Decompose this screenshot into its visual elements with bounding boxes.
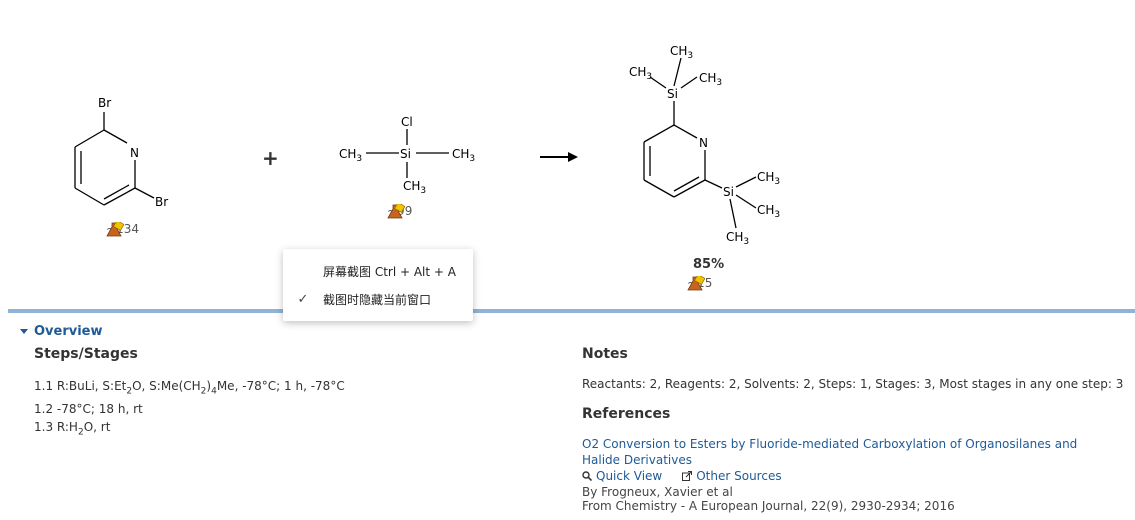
menu-item-hide-window[interactable]: ✓ 截图时隐藏当前窗口 bbox=[283, 285, 473, 313]
quick-view-link[interactable]: Quick View bbox=[582, 469, 662, 483]
reference-authors: By Frogneux, Xavier et al bbox=[582, 485, 733, 499]
step-row: 1.1 R:BuLi, S:Et2O, S:Me(CH2)4Me, -78°C;… bbox=[34, 377, 345, 400]
atom-ch3-top: CH3 bbox=[670, 44, 693, 61]
step-row: 1.3 R:H2O, rt bbox=[34, 418, 345, 441]
references-heading: References bbox=[582, 406, 671, 422]
reference-source: From Chemistry - A European Journal, 22(… bbox=[582, 499, 955, 513]
steps-list: 1.1 R:BuLi, S:Et2O, S:Me(CH2)4Me, -78°C;… bbox=[34, 377, 345, 442]
reaction-arrow bbox=[540, 152, 578, 162]
atom-br-top: Br bbox=[98, 96, 111, 110]
reference-links: Quick View Other Sources bbox=[582, 469, 782, 483]
step-number: 1.3 bbox=[34, 420, 54, 435]
flask-icon[interactable] bbox=[687, 276, 705, 292]
other-sources-label: Other Sources bbox=[696, 469, 782, 483]
atom-si: Si bbox=[400, 147, 411, 161]
reactant-2-id[interactable]: ~99 bbox=[387, 204, 412, 220]
product-id[interactable]: ~15 bbox=[687, 276, 712, 292]
menu-item-label: 屏幕截图 Ctrl + Alt + A bbox=[323, 264, 456, 279]
step-conditions: -78°C; 18 h, rt bbox=[56, 402, 143, 417]
flask-icon[interactable] bbox=[106, 222, 124, 238]
reaction-drawing: Br N Br + Cl Si CH3 CH3 CH3 bbox=[74, 44, 780, 247]
reference-title-link[interactable]: O2 Conversion to Esters by Fluoride-medi… bbox=[582, 437, 1078, 467]
other-sources-link[interactable]: Other Sources bbox=[682, 469, 782, 483]
steps-heading: Steps/Stages bbox=[34, 346, 138, 362]
atom-n: N bbox=[699, 136, 708, 150]
atom-ch3-b-right1: CH3 bbox=[757, 170, 780, 187]
step-conditions: R:BuLi, S:Et2O, S:Me(CH2)4Me, -78°C; 1 h… bbox=[56, 379, 345, 397]
triangle-down-icon bbox=[20, 329, 28, 334]
step-number: 1.2 bbox=[34, 402, 54, 417]
flask-icon[interactable] bbox=[387, 204, 405, 220]
notes-text: Reactants: 2, Reagents: 2, Solvents: 2, … bbox=[582, 377, 1124, 391]
atom-ch3-b-bottom: CH3 bbox=[726, 230, 749, 247]
atom-ch3-right: CH3 bbox=[452, 147, 475, 164]
atom-n: N bbox=[130, 146, 139, 160]
magnifier-icon bbox=[582, 471, 592, 481]
external-link-icon bbox=[682, 471, 693, 481]
section-divider bbox=[8, 309, 1135, 313]
overview-panel: Overview Steps/Stages 1.1 R:BuLi, S:Et2O… bbox=[8, 313, 1135, 520]
quick-view-label: Quick View bbox=[596, 469, 663, 483]
reactant-1-id[interactable]: ~134 bbox=[106, 222, 139, 238]
menu-item-screenshot[interactable]: 屏幕截图 Ctrl + Alt + A bbox=[283, 257, 473, 285]
plus-sign: + bbox=[262, 146, 279, 170]
product-yield: 85% bbox=[693, 257, 725, 272]
atom-ch3-left: CH3 bbox=[629, 65, 652, 82]
context-menu: 屏幕截图 Ctrl + Alt + A ✓ 截图时隐藏当前窗口 bbox=[283, 249, 473, 321]
step-number: 1.1 bbox=[34, 379, 54, 393]
reactant-2-structure[interactable] bbox=[366, 129, 449, 178]
atom-ch3-right: CH3 bbox=[699, 71, 722, 88]
atom-ch3-bottom: CH3 bbox=[403, 179, 426, 196]
overview-toggle[interactable]: Overview bbox=[20, 324, 103, 339]
atom-si-top: Si bbox=[667, 87, 678, 101]
checkmark-icon: ✓ bbox=[297, 291, 309, 307]
reactant-1-structure[interactable] bbox=[74, 112, 155, 206]
notes-heading: Notes bbox=[582, 346, 628, 362]
product-structure[interactable] bbox=[643, 57, 757, 229]
atom-si-bottom: Si bbox=[723, 185, 734, 199]
atom-br-bottom: Br bbox=[155, 195, 168, 209]
atom-ch3-left: CH3 bbox=[339, 147, 362, 164]
step-row: 1.2 -78°C; 18 h, rt bbox=[34, 400, 345, 418]
atom-ch3-b-right2: CH3 bbox=[757, 203, 780, 220]
atom-cl: Cl bbox=[401, 115, 413, 129]
overview-label: Overview bbox=[34, 324, 103, 339]
menu-item-label: 截图时隐藏当前窗口 bbox=[323, 292, 432, 307]
step-conditions: R:H2O, rt bbox=[56, 420, 111, 438]
reaction-scheme: Br N Br + Cl Si CH3 CH3 CH3 bbox=[74, 44, 780, 292]
